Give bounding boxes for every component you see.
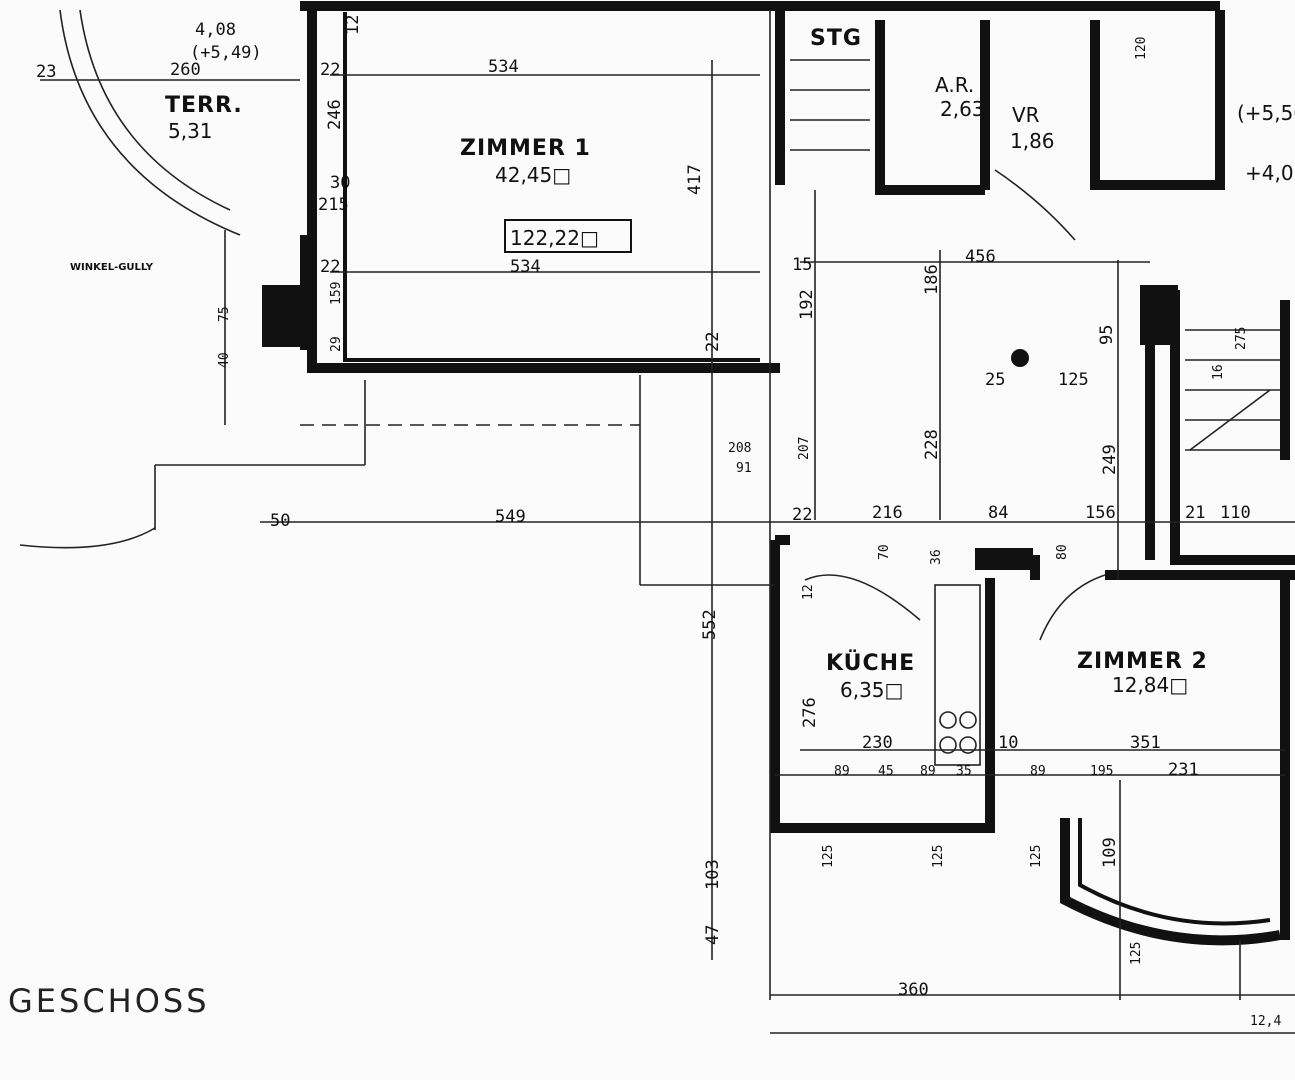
plan-title: GESCHOSS — [8, 982, 210, 1020]
dim-22-c: 22 — [703, 332, 723, 352]
dim-417: 417 — [685, 164, 705, 195]
dim-260: 260 — [170, 60, 201, 80]
terr-area: 5,31 — [168, 119, 213, 143]
dim-246: 246 — [325, 99, 345, 130]
walls — [262, 1, 1295, 946]
dim-195: 195 — [1090, 764, 1113, 779]
dim-109: 109 — [1100, 837, 1120, 868]
vr-area: 1,86 — [1010, 129, 1055, 153]
zimmer2-name: ZIMMER 2 — [1077, 649, 1208, 674]
dimension-lines — [19, 9, 1295, 1034]
zimmer1-box-value: 122,22□ — [510, 226, 599, 250]
dim-91: 91 — [736, 461, 752, 476]
kueche-area: 6,35□ — [840, 678, 903, 702]
chimney-block — [975, 548, 1033, 570]
dim-125-e: 125 — [1129, 942, 1144, 965]
dim-22-d: 22 — [792, 505, 812, 525]
dim-215: 215 — [318, 195, 349, 215]
zimmer1-area: 42,45□ — [495, 163, 571, 187]
dim-534-top: 534 — [488, 57, 519, 77]
stg-name: STG — [810, 26, 862, 51]
dim-207: 207 — [797, 437, 812, 460]
dim-110: 110 — [1220, 503, 1251, 523]
level-right-a: (+5,50 — [1237, 101, 1295, 125]
dim-216: 216 — [872, 503, 903, 523]
dim-351: 351 — [1130, 733, 1161, 753]
level-top-a: 4,08 — [195, 20, 236, 40]
dim-159: 159 — [329, 282, 344, 305]
dim-30: 30 — [330, 173, 350, 193]
area-box — [504, 219, 632, 253]
room-labels: ZIMMER 1 42,45□ 122,22□ ZIMMER 2 12,84□ … — [70, 20, 1295, 702]
dim-22-b: 22 — [320, 257, 340, 277]
dim-50: 50 — [270, 511, 290, 531]
ar-name: A.R. — [935, 73, 974, 97]
dim-125-c: 125 — [931, 845, 946, 868]
dim-89-b: 89 — [920, 764, 936, 779]
terr-name: TERR. — [165, 93, 243, 118]
dim-89-c: 89 — [1030, 764, 1046, 779]
dim-228: 228 — [922, 429, 942, 460]
winkel-gully-label: WINKEL-GULLY — [70, 262, 154, 273]
dim-80: 80 — [1055, 544, 1070, 560]
dim-40: 40 — [217, 352, 232, 368]
dim-276: 276 — [800, 697, 820, 728]
vr-name: VR — [1012, 103, 1040, 127]
dim-15: 15 — [792, 255, 812, 275]
dim-230: 230 — [862, 733, 893, 753]
dim-22-a: 22 — [320, 60, 340, 80]
dim-12: 12 — [343, 15, 363, 35]
dim-25: 25 — [985, 370, 1005, 390]
dim-29: 29 — [329, 336, 344, 352]
dim-21: 21 — [1185, 503, 1205, 523]
dim-16: 16 — [1211, 364, 1226, 380]
dim-12-4: 12,4 — [1250, 1014, 1281, 1029]
dim-70: 70 — [877, 544, 892, 560]
dim-35: 35 — [956, 764, 972, 779]
dim-156: 156 — [1085, 503, 1116, 523]
dim-36: 36 — [929, 549, 944, 565]
zimmer2-area: 12,84□ — [1112, 673, 1188, 697]
dim-95: 95 — [1097, 325, 1117, 345]
dim-231: 231 — [1168, 760, 1199, 780]
dim-208: 208 — [728, 441, 751, 456]
dimension-texts: 534 534 417 246 22 22 22 22 30 215 260 2… — [36, 15, 1281, 1029]
dim-534-bottom: 534 — [510, 257, 541, 277]
dim-12-b: 12 — [801, 584, 816, 600]
dim-125-d: 125 — [1029, 845, 1044, 868]
dim-549: 549 — [495, 507, 526, 527]
dim-125-b: 125 — [821, 845, 836, 868]
ar-area: 2,63 — [940, 97, 985, 121]
zimmer1-name: ZIMMER 1 — [460, 136, 591, 161]
dim-125: 125 — [1058, 370, 1089, 390]
dim-10: 10 — [998, 733, 1018, 753]
level-top-b: (+5,49) — [190, 43, 262, 63]
shaft-block — [1140, 285, 1178, 345]
dim-552: 552 — [700, 609, 720, 640]
dim-275: 275 — [1234, 327, 1249, 350]
dim-103: 103 — [703, 859, 723, 890]
dim-360: 360 — [898, 980, 929, 1000]
dim-47: 47 — [703, 925, 723, 945]
dim-84: 84 — [988, 503, 1008, 523]
dim-120: 120 — [1134, 37, 1149, 60]
gully-block — [262, 285, 304, 347]
kueche-name: KÜCHE — [826, 650, 915, 676]
dim-192: 192 — [797, 289, 817, 320]
dim-45: 45 — [878, 764, 894, 779]
dim-75: 75 — [217, 306, 232, 322]
dim-23: 23 — [36, 62, 56, 82]
dim-456: 456 — [965, 247, 996, 267]
level-right-b: +4,0 — [1245, 161, 1294, 185]
dim-89-a: 89 — [834, 764, 850, 779]
dim-249: 249 — [1100, 444, 1120, 475]
dim-186: 186 — [922, 264, 942, 295]
